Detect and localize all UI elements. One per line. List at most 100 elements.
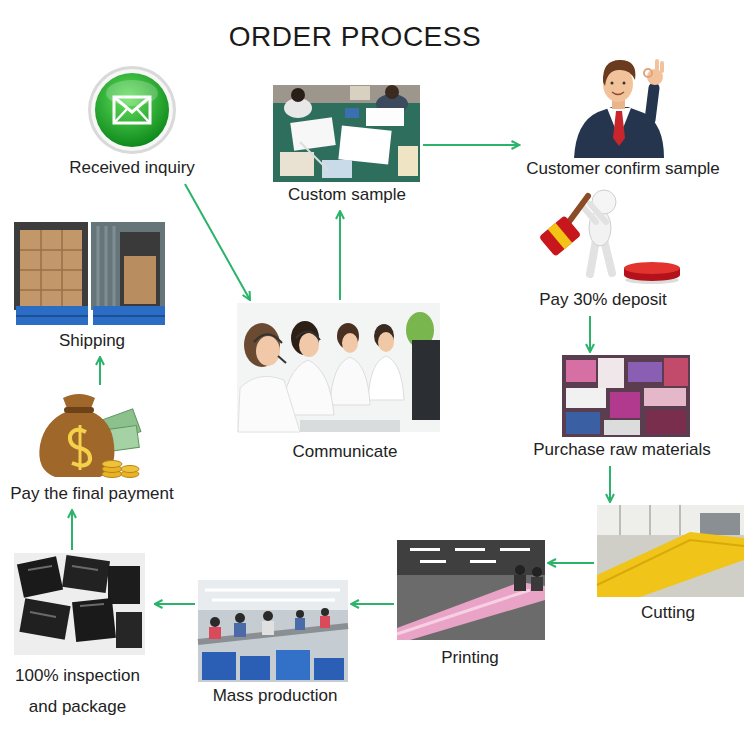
flow-arrow <box>548 562 594 564</box>
step-label: Mass production <box>212 686 338 706</box>
step-label: Printing <box>441 648 500 668</box>
illustration-part <box>114 97 150 112</box>
process-step: Purchase raw materials <box>530 355 715 463</box>
process-step: Received inquiry <box>66 66 199 181</box>
illustration-part <box>566 388 606 408</box>
illustration-part <box>566 360 596 382</box>
illustration-part <box>14 553 145 655</box>
illustration-part <box>108 566 140 604</box>
illustration-part <box>79 425 82 470</box>
illustration-part <box>597 505 744 597</box>
illustration-part <box>610 392 640 418</box>
illustration-part <box>338 125 391 164</box>
illustration-part <box>263 611 273 621</box>
printing-photo <box>397 540 545 640</box>
illustration-part <box>548 223 572 249</box>
step-label: Shipping <box>58 331 126 351</box>
gavel-illustration <box>539 190 680 284</box>
inspection-photo <box>14 553 145 655</box>
illustration-part <box>19 598 70 639</box>
illustration-part <box>314 658 344 680</box>
flow-arrow <box>339 211 341 300</box>
illustration-part <box>202 652 236 680</box>
illustration-part <box>95 73 169 147</box>
illustration-part <box>531 577 543 591</box>
illustration-part <box>17 556 63 598</box>
step-label: Received inquiry <box>69 158 196 178</box>
illustration-part <box>98 226 114 306</box>
illustration-part <box>20 230 82 306</box>
illustration-part <box>410 548 440 551</box>
illustration-part <box>562 355 690 437</box>
illustration-part <box>198 580 348 610</box>
illustration-part <box>91 69 173 151</box>
flow-arrow <box>71 510 73 550</box>
illustration-part <box>644 69 652 77</box>
illustration-part <box>234 623 246 637</box>
illustration-part <box>397 590 530 634</box>
illustration-part <box>330 357 370 405</box>
illustration-part <box>116 612 142 648</box>
process-step: Mass production <box>198 580 348 709</box>
illustration-part <box>397 540 545 640</box>
title-holder: ORDER PROCESS <box>0 21 710 53</box>
illustration-part <box>515 565 525 575</box>
process-step: Cutting <box>597 505 744 626</box>
illustration-part <box>345 108 359 118</box>
illustration-part <box>320 616 330 628</box>
illustration-part <box>603 60 635 86</box>
illustration-part <box>88 66 176 154</box>
illustration-part <box>597 505 744 535</box>
illustration-part <box>597 540 744 585</box>
illustration-part <box>646 410 686 434</box>
illustration-part <box>650 88 654 120</box>
illustration-part <box>620 505 680 535</box>
illustration-part <box>296 331 320 340</box>
illustration-part <box>623 82 626 85</box>
cutting-photo <box>597 505 744 597</box>
illustration-part <box>664 358 688 386</box>
diagram-title: ORDER PROCESS <box>229 21 481 53</box>
illustration-part <box>62 555 110 593</box>
step-label: Pay the final payment <box>10 484 175 504</box>
illustration-part <box>539 215 582 257</box>
illustration-part <box>91 222 165 310</box>
process-step: Custom sample <box>273 85 420 208</box>
step-label: Cutting <box>641 603 696 623</box>
step-label: Communicate <box>292 442 398 462</box>
flow-arrow <box>351 603 394 605</box>
illustration-part <box>342 333 358 353</box>
process-step: Communicate <box>237 303 440 465</box>
step-label: Customer confirm sample <box>526 159 721 179</box>
illustration-part <box>368 356 404 400</box>
illustration-part <box>532 567 542 577</box>
illustration-part <box>209 627 221 639</box>
illustration-part <box>278 356 286 363</box>
flow-arrow <box>155 603 196 605</box>
mass-production-photo <box>198 580 348 682</box>
process-step: Printing <box>397 540 545 671</box>
process-step: Pay 30% deposit <box>530 185 680 313</box>
illustration-part <box>539 215 582 257</box>
step-label: Purchase raw materials <box>533 440 712 460</box>
illustration-part <box>700 513 740 535</box>
illustration-part <box>295 618 305 630</box>
flow-arrow <box>185 184 250 300</box>
step-label: Pay 30% deposit <box>539 290 668 310</box>
illustration-part <box>254 334 282 343</box>
illustration-part <box>412 340 440 420</box>
illustration-part <box>273 85 420 182</box>
process-step: Customer confirm sample <box>523 55 724 182</box>
illustration-part <box>300 420 400 432</box>
illustration-part <box>238 376 300 432</box>
illustration-part <box>235 613 245 623</box>
illustration-part <box>16 315 165 317</box>
sample-room-photo <box>273 85 420 182</box>
illustration-part <box>114 109 150 123</box>
step-label: Custom sample <box>287 185 407 205</box>
illustration-part <box>655 59 659 71</box>
illustration-part <box>398 146 418 176</box>
illustration-part <box>280 152 314 176</box>
